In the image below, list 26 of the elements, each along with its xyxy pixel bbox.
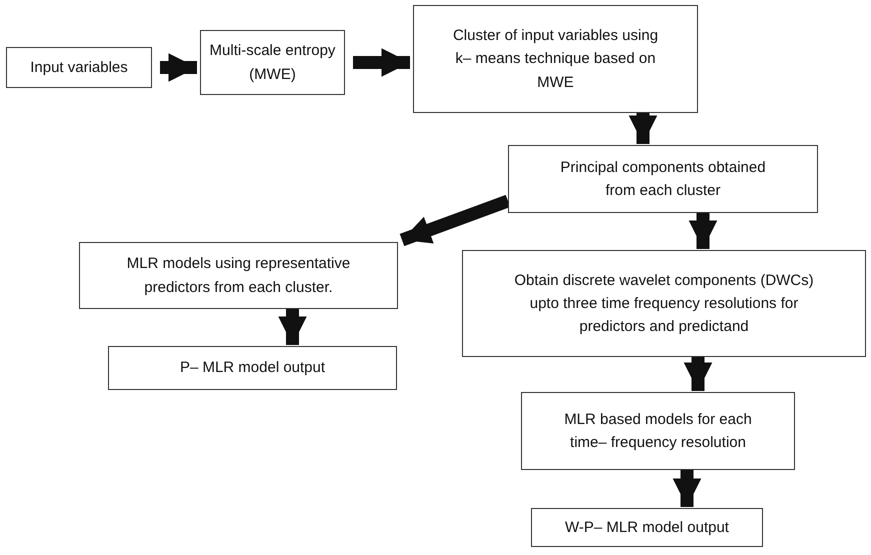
block-arrow bbox=[160, 53, 197, 82]
process-box bbox=[531, 508, 763, 547]
box-text: Multi-scale entropy (MWE) bbox=[209, 41, 336, 84]
process-box bbox=[6, 47, 152, 88]
box-text: MLR models using representative predictors from each cluster. bbox=[126, 254, 352, 298]
block-arrow bbox=[353, 48, 410, 77]
box-text: MLR based models for each time– frequency resolution bbox=[563, 410, 753, 453]
process-box bbox=[79, 242, 398, 309]
box-text: Principal components obtained from each cluster bbox=[559, 158, 767, 201]
block-arrow bbox=[672, 470, 702, 507]
box-text: Input variables bbox=[30, 58, 128, 78]
process-box bbox=[462, 250, 866, 357]
block-arrow bbox=[278, 309, 307, 345]
process-box bbox=[200, 30, 345, 95]
block-arrow bbox=[684, 357, 712, 391]
box-text: Obtain discrete wavelet components (DWCs) upto three time frequency resolutions for predictors and predictand bbox=[513, 270, 815, 338]
process-box bbox=[521, 392, 795, 470]
block-arrow bbox=[400, 194, 510, 246]
process-box bbox=[108, 346, 397, 390]
box-text: W-P– MLR model output bbox=[565, 518, 729, 538]
box-text: Cluster of input variables using k– means technique based on MWE bbox=[452, 26, 660, 93]
box-text: P– MLR model output bbox=[180, 358, 326, 378]
process-box bbox=[508, 145, 818, 213]
block-arrow bbox=[688, 213, 718, 249]
process-box bbox=[413, 5, 698, 113]
block-arrow bbox=[628, 113, 658, 144]
